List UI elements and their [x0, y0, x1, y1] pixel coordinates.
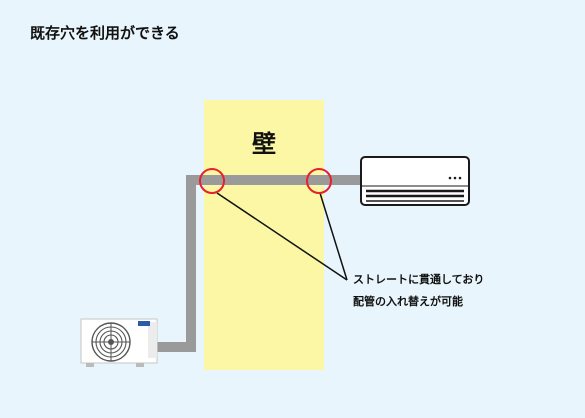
pointer-line-left — [216, 192, 348, 281]
pipe-horizontal-bottom — [155, 342, 196, 352]
penetration-marker-left — [199, 168, 225, 194]
annotation-line-2: 配管の入れ替えが可能 — [353, 295, 463, 308]
pipe-vertical — [186, 175, 196, 352]
indoor-unit-icon — [360, 156, 470, 206]
annotation: ストレートに貫通しており 配管の入れ替えが可能 — [353, 269, 484, 313]
outdoor-unit-icon — [80, 318, 158, 367]
diagram-title: 既存穴を利用ができる — [30, 24, 180, 42]
wall-label: 壁 — [252, 130, 276, 158]
wall — [204, 100, 324, 370]
pipe-horizontal-top — [186, 175, 364, 185]
annotation-line-1: ストレートに貫通しており — [353, 273, 485, 286]
penetration-marker-right — [306, 168, 332, 194]
pointer-line-right — [319, 192, 348, 281]
